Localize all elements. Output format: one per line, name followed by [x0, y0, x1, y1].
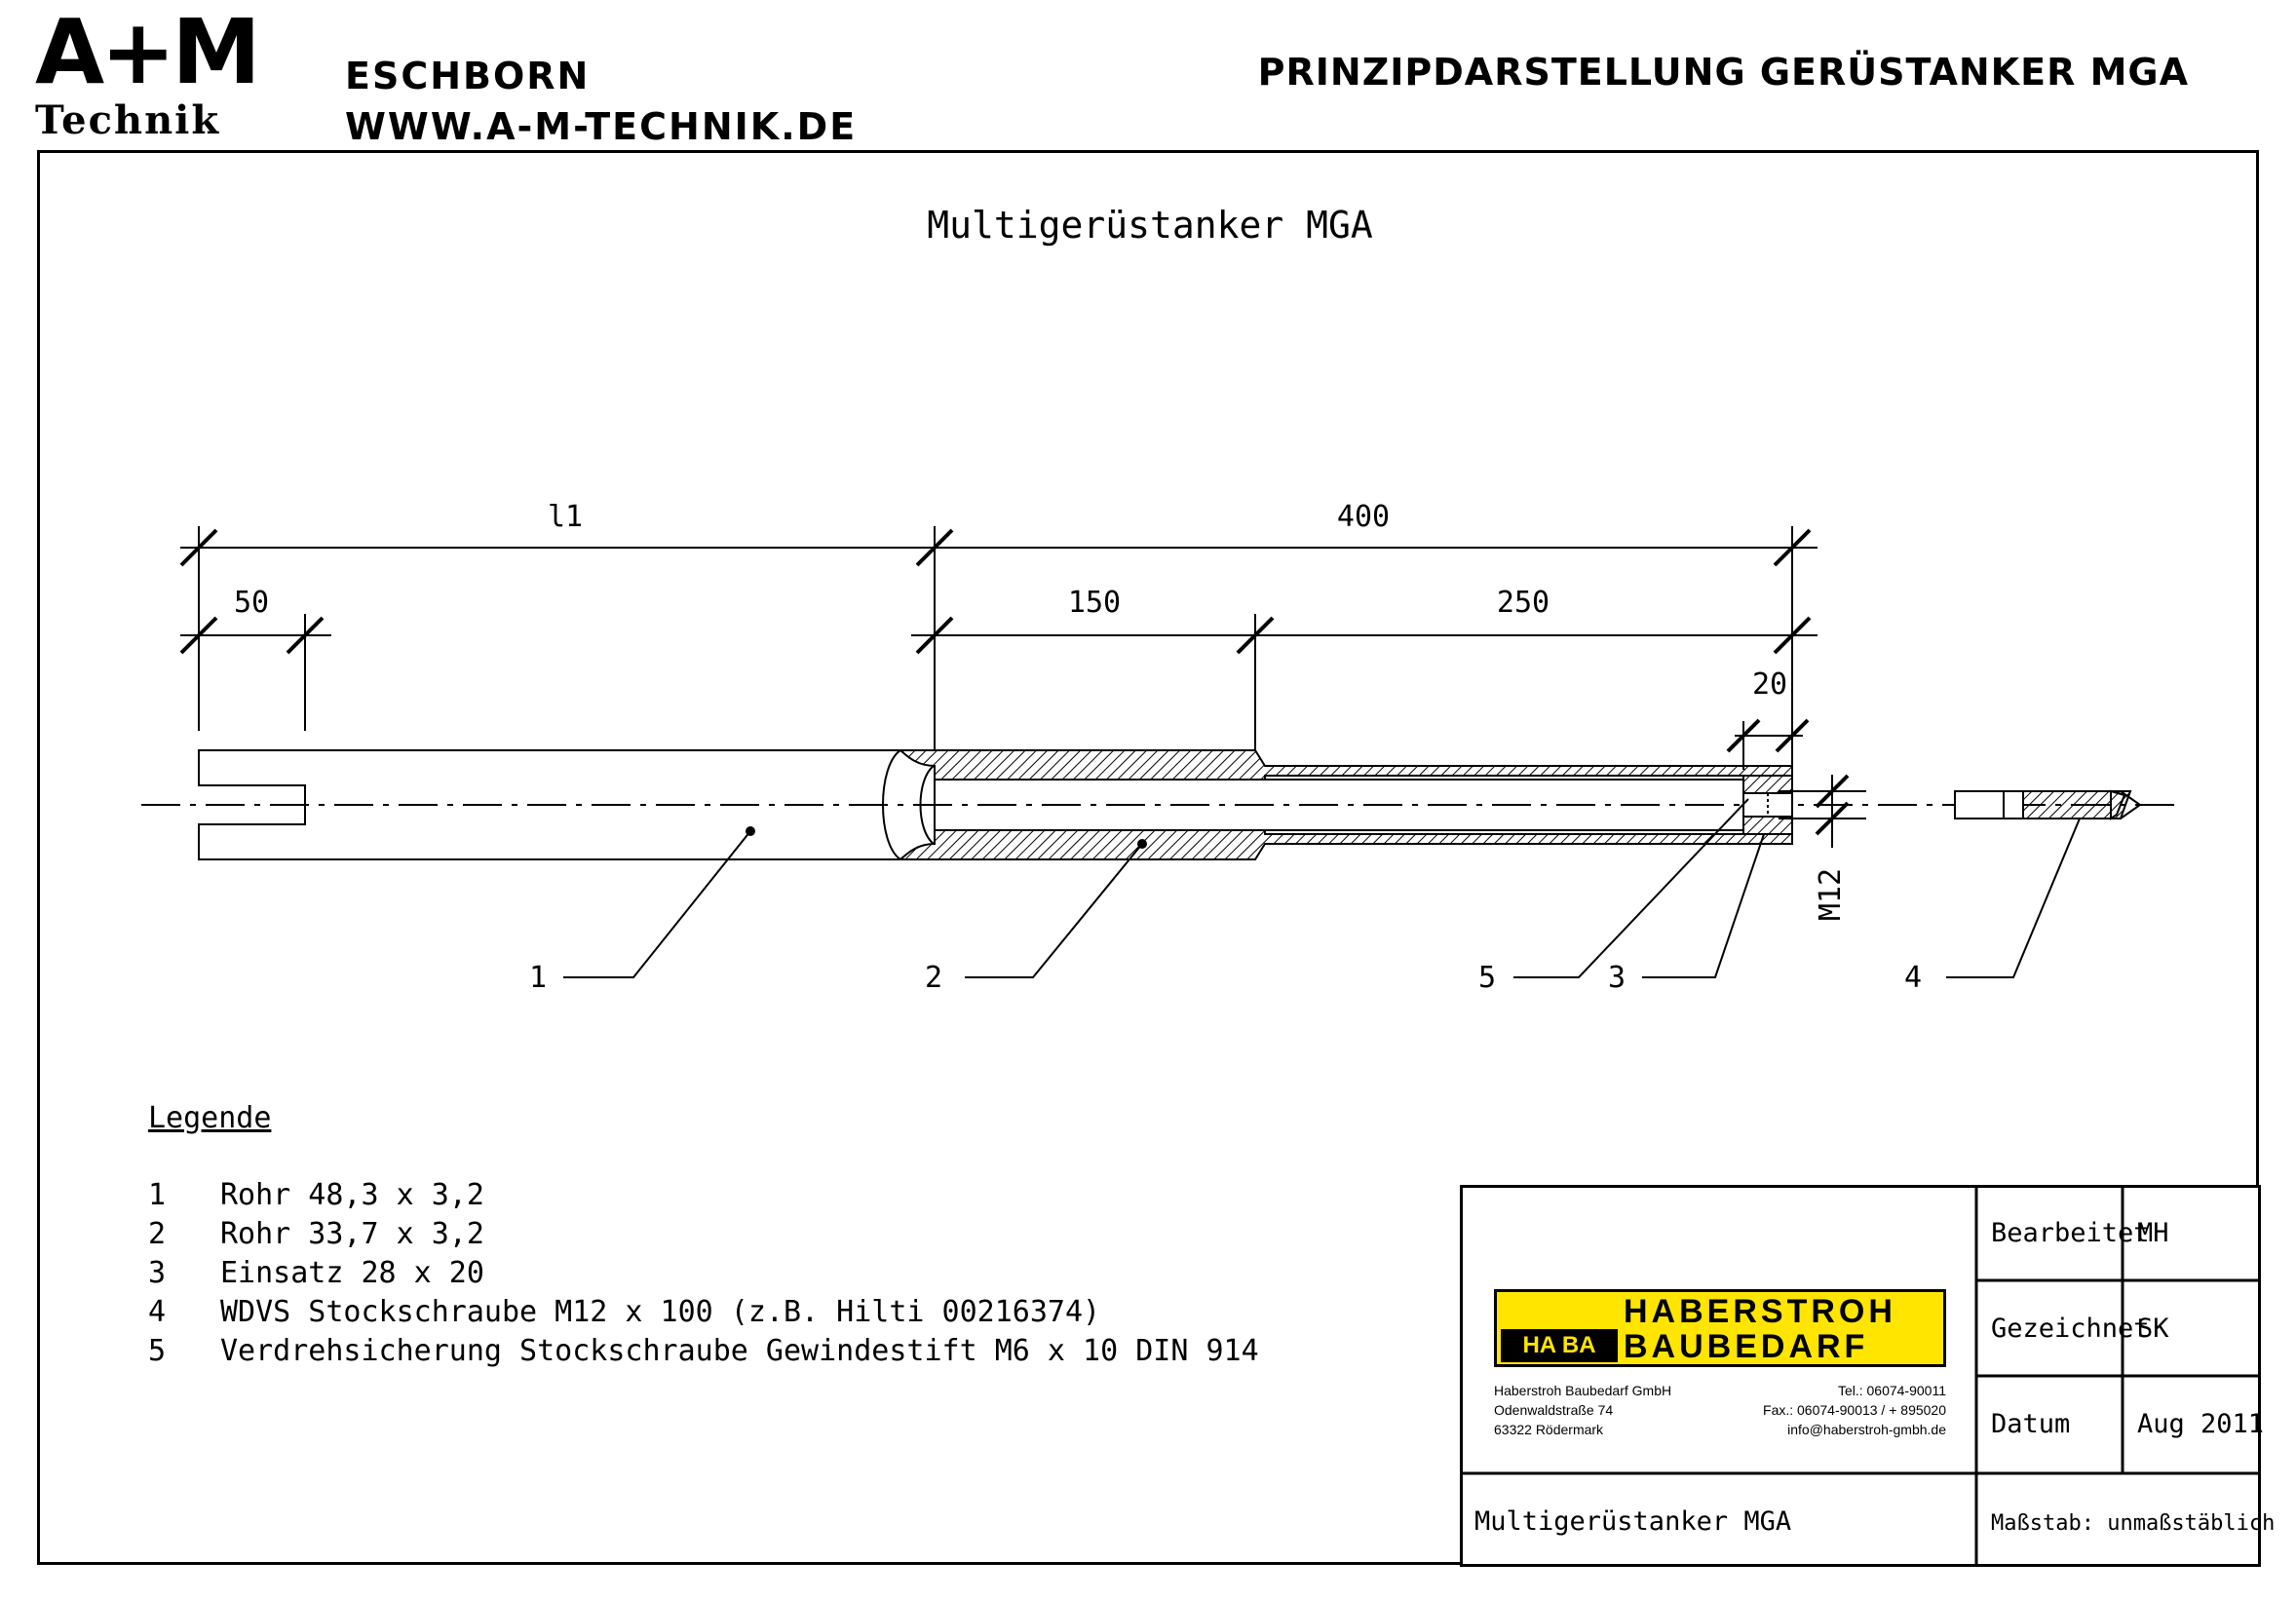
legend-item: 2 Rohr 33,7 x 3,2: [148, 1215, 1259, 1254]
dimension-lines: [180, 526, 1866, 848]
supplier-address: Haberstroh Baubedarf GmbH Odenwaldstraße…: [1494, 1381, 1671, 1439]
dimension-label-150: 150: [1068, 586, 1121, 620]
bearbeitet-value: MH: [2137, 1218, 2169, 1248]
supplier-phone: Tel.: 06074-90011: [1837, 1383, 1946, 1398]
gezeichnet-label: Gezeichnet: [1991, 1314, 2150, 1344]
legend-item-number: 2: [148, 1217, 167, 1251]
datum-label: Datum: [1991, 1409, 2071, 1439]
dimension-label-50: 50: [234, 586, 269, 620]
callout-dots: [746, 826, 1147, 849]
outer-tube-cut-end-inner: [919, 765, 935, 845]
callout-1: 1: [529, 961, 547, 995]
company-info: ESCHBORN WWW.A-M-TECHNIK.DE: [345, 51, 857, 152]
inner-tube-33: [898, 749, 1793, 860]
title-block: HA BA HABERSTROH BAUBEDARF Haberstroh Ba…: [1460, 1185, 2275, 1567]
dimension-ticks: [179, 528, 1850, 836]
haba-mark: HA BA: [1501, 1329, 1618, 1362]
drawing-frame: [37, 150, 2259, 1565]
datum-value: Aug 2011: [2137, 1409, 2265, 1439]
supplier-city: 63322 Rödermark: [1494, 1422, 1604, 1437]
legend-item-number: 4: [148, 1295, 167, 1329]
legend-item: 1 Rohr 48,3 x 3,2: [148, 1176, 1259, 1215]
dimension-label-m12: M12: [1814, 868, 1848, 921]
callout-4: 4: [1904, 961, 1922, 995]
legend-item-number: 3: [148, 1256, 167, 1290]
part-name: Multigerüstanker MGA: [1474, 1506, 1792, 1537]
supplier-fax: Fax.: 06074-90013 / + 895020: [1763, 1402, 1946, 1418]
legend: Legende 1 Rohr 48,3 x 3,2 2 Rohr 33,7 x 3,…: [148, 1101, 1259, 1371]
legend-item: 5 Verdrehsicherung Stockschraube Gewindes…: [148, 1332, 1259, 1371]
dimension-label-250: 250: [1497, 586, 1550, 620]
supplier-contact: Tel.: 06074-90011 Fax.: 06074-90013 / + …: [1728, 1381, 1946, 1439]
supplier-name: Haberstroh Baubedarf GmbH: [1494, 1383, 1672, 1398]
outer-tube-48: [198, 749, 900, 860]
legend-item-text: Verdrehsicherung Stockschraube Gewindest…: [220, 1334, 1259, 1368]
haberstroh-logo-line1: HABERSTROH: [1624, 1293, 1896, 1330]
legend-item: 4 WDVS Stockschraube M12 x 100 (z.B. Hilt…: [148, 1293, 1259, 1332]
legend-item: 3 Einsatz 28 x 20: [148, 1254, 1259, 1293]
haberstroh-logo: HA BA HABERSTROH BAUBEDARF: [1494, 1289, 1946, 1367]
haberstroh-logo-line2: BAUBEDARF: [1624, 1328, 1869, 1365]
company-website: WWW.A-M-TECHNIK.DE: [345, 105, 858, 148]
callout-2: 2: [925, 961, 942, 995]
title-block-grid: [1460, 1185, 2261, 1567]
dimension-label-400: 400: [1337, 500, 1390, 534]
callout-5: 5: [1478, 961, 1496, 995]
bearbeitet-label: Bearbeitet: [1991, 1218, 2150, 1248]
company-city: ESCHBORN: [345, 55, 591, 97]
callout-leaders: [563, 798, 2081, 978]
legend-item-text: Einsatz 28 x 20: [220, 1256, 484, 1290]
logo-technik-text: Technik: [35, 97, 221, 143]
supplier-street: Odenwaldstraße 74: [1494, 1402, 1614, 1418]
insert-28x20: [1742, 775, 1793, 835]
dimension-label-l1: l1: [548, 500, 583, 534]
logo-am-text: A+M: [35, 0, 261, 104]
callout-3: 3: [1608, 961, 1626, 995]
haba-mark-text: HA BA: [1522, 1332, 1596, 1358]
legend-item-text: Rohr 33,7 x 3,2: [220, 1217, 484, 1251]
drawing-title: Multigerüstanker MGA: [927, 204, 1373, 247]
legend-title: Legende: [148, 1101, 272, 1135]
legend-item-text: WDVS Stockschraube M12 x 100 (z.B. Hilti…: [220, 1295, 1101, 1329]
dimension-label-20: 20: [1752, 667, 1787, 702]
wdvs-screw: [1954, 789, 2142, 820]
document-title: PRINZIPDARSTELLUNG GERÜSTANKER MGA: [1257, 51, 2189, 94]
legend-item-text: Rohr 48,3 x 3,2: [220, 1178, 484, 1212]
legend-item-number: 1: [148, 1178, 167, 1212]
supplier-email: info@haberstroh-gmbh.de: [1787, 1422, 1946, 1437]
am-technik-logo: A+M Technik: [35, 4, 298, 146]
legend-item-number: 5: [148, 1334, 167, 1368]
outer-tube-cut-end: [882, 749, 901, 860]
scale-label: Maßstab: unmaßstäblich: [1991, 1511, 2276, 1536]
gezeichnet-value: SK: [2137, 1314, 2169, 1344]
